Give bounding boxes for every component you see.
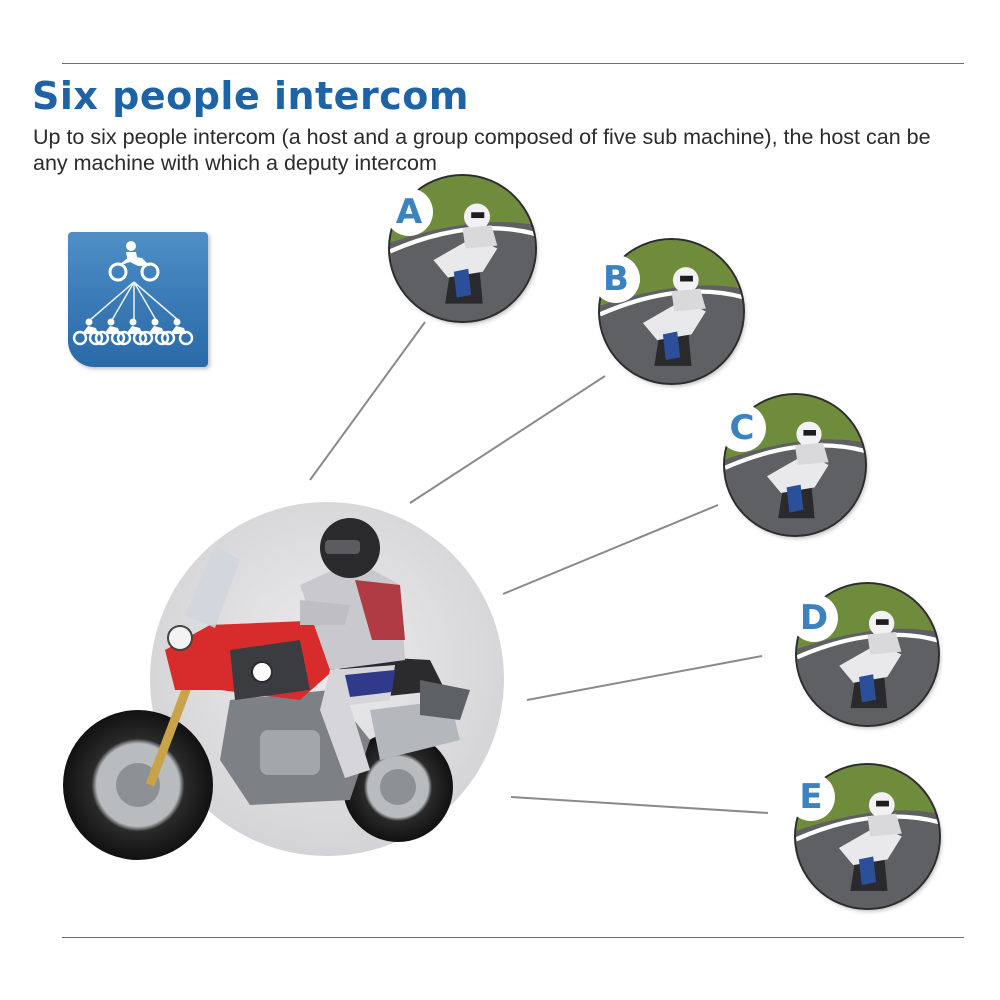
connector-lines: [309, 321, 769, 814]
sub-rider-label-e: E: [787, 773, 835, 821]
sub-rider-label-b: B: [592, 255, 640, 303]
sub-rider-label-a: A: [385, 188, 433, 236]
sport-bike-icon: [796, 765, 939, 908]
top-divider: [62, 63, 964, 64]
connector-line-d: [526, 655, 763, 701]
sub-rider-label-d: D: [790, 594, 838, 642]
connector-line-c: [502, 504, 719, 595]
sub-rider-label-c: C: [718, 404, 766, 452]
connector-line-e: [510, 796, 769, 814]
host-to-five-riders-icon: [72, 241, 194, 346]
bottom-divider: [62, 937, 964, 938]
sub-rider-photo-b: [600, 240, 743, 383]
connector-line-b: [409, 375, 606, 504]
intercom-mode-badge: [68, 232, 208, 367]
connector-line-a: [309, 321, 426, 481]
page-subtitle: Up to six people intercom (a host and a …: [33, 125, 931, 175]
page-title: Six people intercom: [32, 74, 469, 118]
sub-rider-photo-a: [390, 176, 535, 321]
host-motorcycle-illustration: [63, 518, 470, 860]
